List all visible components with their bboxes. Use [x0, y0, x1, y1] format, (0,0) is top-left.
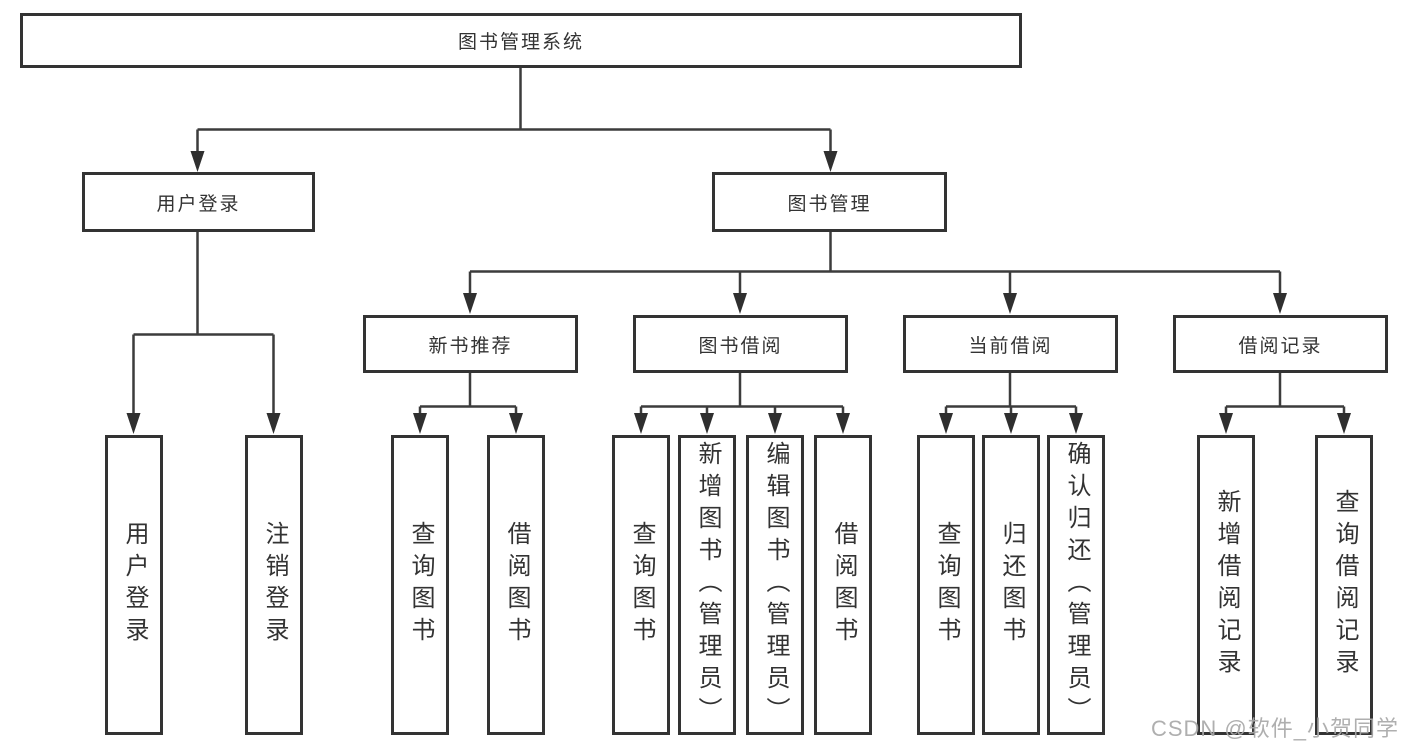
node-leaf-query-borrow-record: 查询借阅记录 [1315, 435, 1373, 735]
node-leaf-add-borrow-record: 新增借阅记录 [1197, 435, 1255, 735]
arrowhead-icon [190, 151, 205, 172]
connector-line [196, 68, 832, 152]
node-book-management: 图书管理 [712, 172, 947, 232]
arrowhead-icon [266, 413, 281, 434]
node-leaf-query-books-borrow: 查询图书 [612, 435, 670, 735]
arrowhead-icon [700, 413, 714, 434]
csdn-watermark: CSDN @软件_小贺同学 [1150, 716, 1399, 741]
arrowhead-icon [1337, 413, 1351, 434]
node-leaf-user-login: 用户登录 [105, 435, 163, 735]
arrowhead-icon [823, 151, 838, 172]
connector-line [468, 232, 1282, 294]
node-root-system: 图书管理系统 [20, 13, 1022, 68]
arrowhead-icon [733, 293, 747, 314]
connector-line [1224, 373, 1346, 414]
connector-line [639, 373, 845, 414]
node-leaf-add-books-admin: 新增图书（管理员） [678, 435, 736, 735]
node-leaf-query-books-recommend: 查询图书 [391, 435, 449, 735]
node-leaf-return-books: 归还图书 [982, 435, 1040, 735]
arrowhead-icon [1273, 293, 1287, 314]
node-current-borrow: 当前借阅 [903, 315, 1118, 373]
arrowhead-icon [463, 293, 477, 314]
node-leaf-query-books-current: 查询图书 [917, 435, 975, 735]
connector-new-book-recommend-to-leaves [413, 373, 523, 434]
node-leaf-borrow-books: 借阅图书 [814, 435, 872, 735]
arrowhead-icon [1069, 413, 1083, 434]
connector-current-borrow-to-leaves [939, 373, 1083, 434]
connector-borrow-records-to-leaves [1219, 373, 1351, 434]
node-leaf-edit-books-admin: 编辑图书（管理员） [746, 435, 804, 735]
connector-user-login-to-leaves [126, 232, 281, 434]
connector-line [132, 232, 275, 414]
arrowhead-icon [939, 413, 953, 434]
arrowhead-icon [1219, 413, 1233, 434]
arrowhead-icon [509, 413, 523, 434]
arrowhead-icon [1003, 293, 1017, 314]
node-borrow-records: 借阅记录 [1173, 315, 1388, 373]
node-leaf-confirm-return-admin: 确认归还（管理员） [1047, 435, 1105, 735]
connector-root-to-level2 [190, 68, 838, 172]
arrowhead-icon [1004, 413, 1018, 434]
arrowhead-icon [126, 413, 141, 434]
arrowhead-icon [413, 413, 427, 434]
connector-book-borrow-to-leaves [634, 373, 850, 434]
connector-line [418, 373, 518, 414]
arrowhead-icon [634, 413, 648, 434]
node-new-book-recommend: 新书推荐 [363, 315, 578, 373]
arrowhead-icon [836, 413, 850, 434]
node-leaf-borrow-books-recommend: 借阅图书 [487, 435, 545, 735]
node-leaf-logout: 注销登录 [245, 435, 303, 735]
arrowhead-icon [768, 413, 782, 434]
node-user-login: 用户登录 [82, 172, 315, 232]
connector-line [944, 373, 1078, 414]
connector-book-management-to-level3 [463, 232, 1287, 314]
node-book-borrow: 图书借阅 [633, 315, 848, 373]
